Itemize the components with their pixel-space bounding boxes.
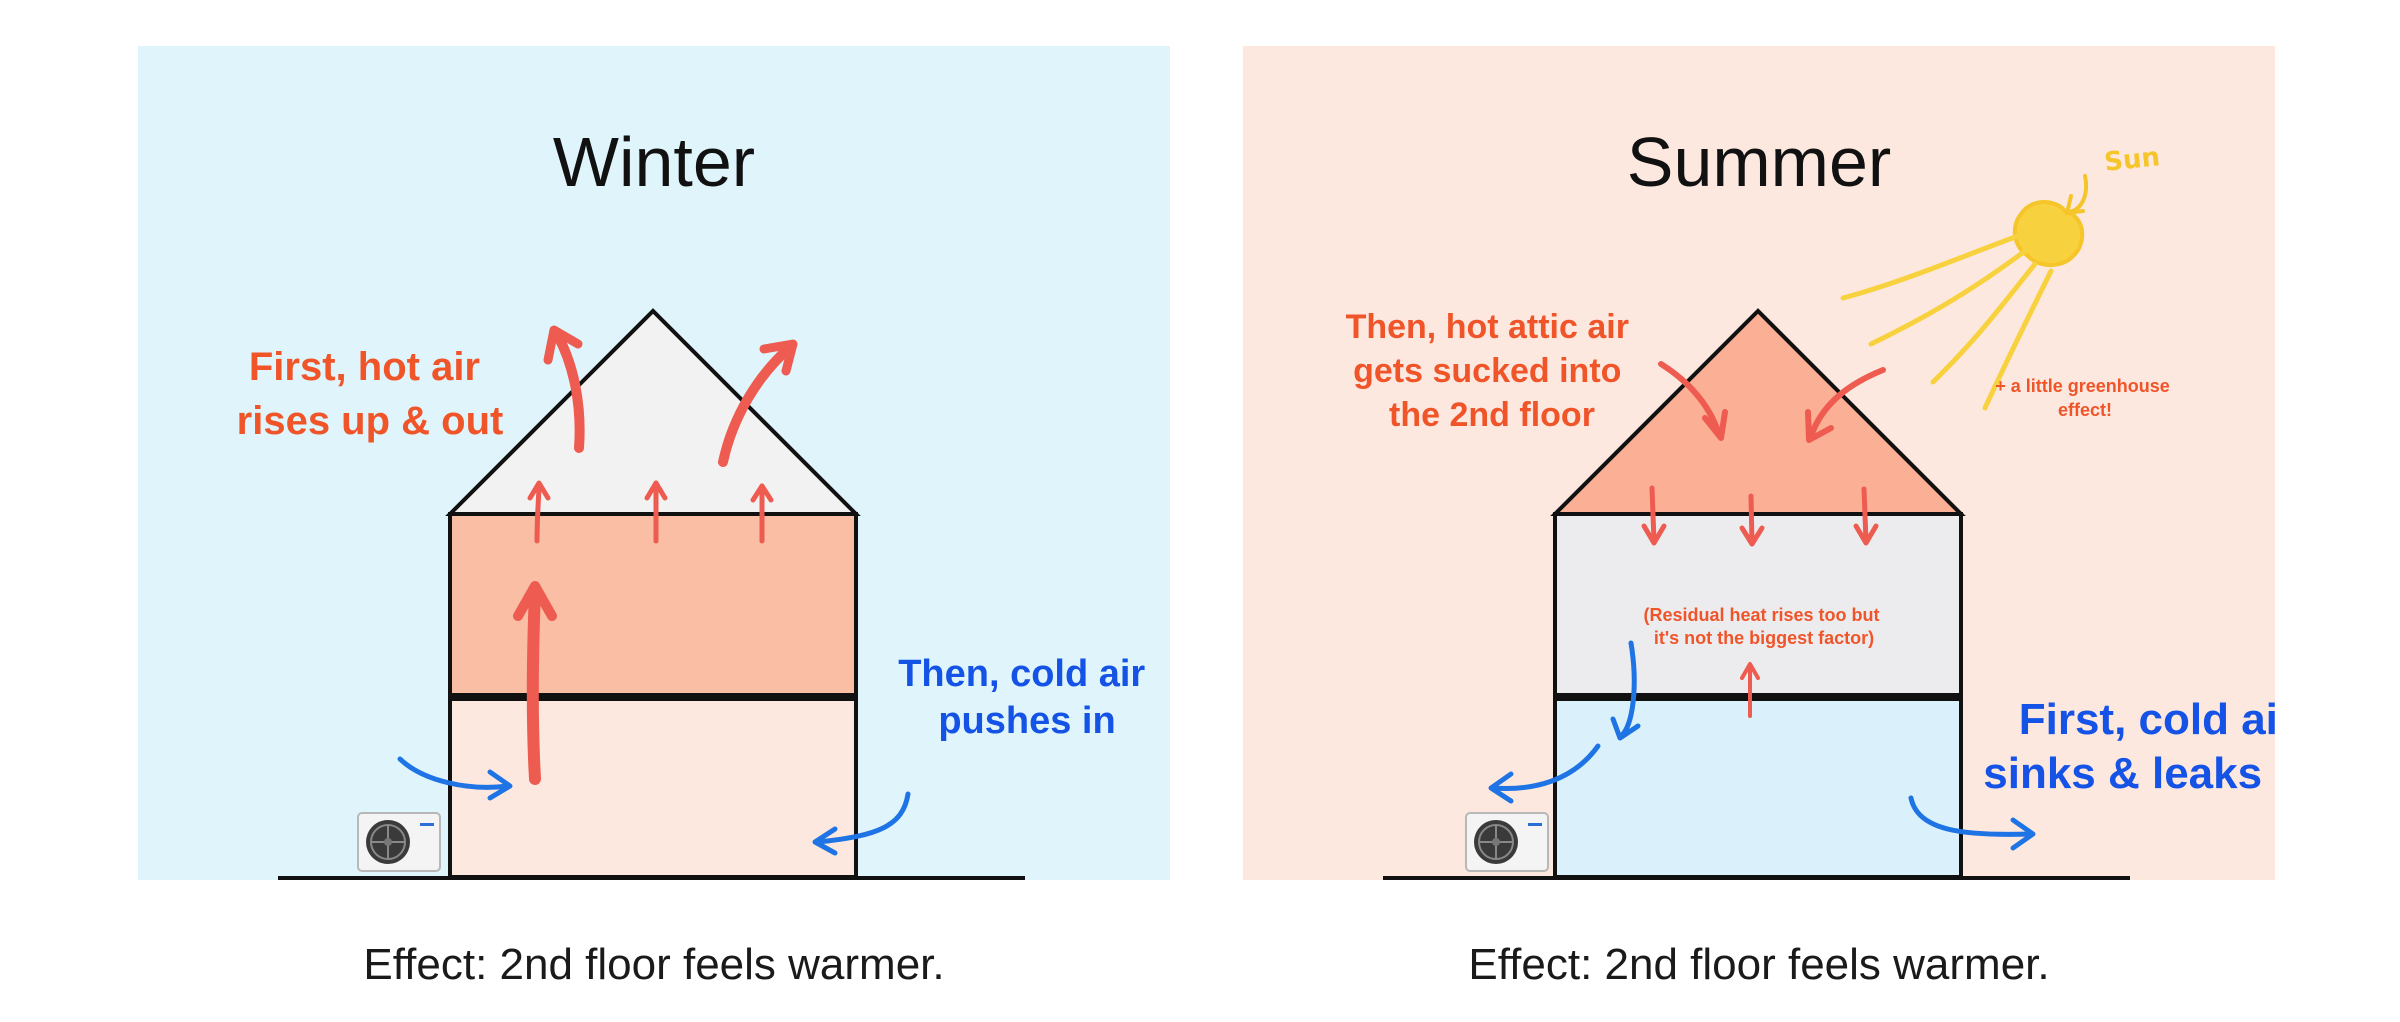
winter-hot-label-line-2: rises up & out [237,399,504,443]
arrow-escape-right [718,344,793,467]
greenhouse-label: + a little greenhouse effect! [1995,376,2175,420]
arrow-leak-left-head [1488,771,1514,804]
summer-attic-label-line-3: the 2nd floor [1389,396,1595,434]
winter-cold-label-line-2: pushes in [938,700,1115,742]
winter-diagram: Winter Fi [138,46,1170,880]
winter-hot-label: First, hot air rises up & out [237,345,504,443]
summer-cold-label-line-1: First, cold air [2019,695,2275,744]
arrow-down-right [1861,486,1869,544]
arrow-attic-in-right [1808,367,1886,439]
summer-diagram: Summer Sun + a little greenhouse effect! [1243,46,2275,880]
arrow-rise-first-floor-head [513,581,557,621]
summer-attic-label-line-1: Then, hot attic air [1346,308,1629,346]
arrow-cold-in-left-head [487,769,513,801]
arrow-cold-in-left [397,756,511,790]
arrow-down-left [1649,485,1657,544]
winter-panel: Winter Fi [138,46,1170,880]
greenhouse-label-line-1: + a little greenhouse [1995,376,2170,396]
residual-heat-label: (Residual heat rises too but it's not th… [1643,605,1884,648]
sun-ray-3 [1930,261,2038,385]
arrow-cold-in-right-head [812,826,838,856]
summer-panel: Summer Sun + a little greenhouse effect! [1243,46,2275,880]
arrow-attic-in-left [1658,361,1722,437]
winter-title: Winter [553,123,755,201]
summer-attic-label-line-2: gets sucked into [1353,352,1621,390]
sun-rays [1840,233,2054,411]
arrow-leak-right [1908,795,2034,837]
summer-attic-label: Then, hot attic air gets sucked into the… [1346,308,1639,434]
summer-cold-label-line-2: sinks & leaks out [1983,749,2275,798]
winter-hot-arrows [513,325,798,785]
arrow-residual-rise-head [1740,662,1760,680]
arrow-attic-in-right-head [1805,409,1834,443]
winter-cold-label: Then, cold air pushes in [898,653,1156,742]
outdoor-ac-unit-icon [1465,812,1549,872]
arrow-escape-left [553,331,585,453]
arrow-attic-in-left-head [1702,409,1728,441]
sun-label: Sun [2103,142,2162,178]
sun-ray-1 [1840,233,2021,301]
arrow-down-right-head [1853,523,1879,546]
outdoor-ac-unit-icon [357,812,441,872]
arrow-rise-first-floor [526,585,541,785]
summer-title: Summer [1627,123,1891,201]
arrow-escape-right-head [759,339,798,376]
winter-cold-arrows [397,756,911,856]
summer-second-floor [1553,512,1963,699]
arrow-rise-left [534,485,542,544]
greenhouse-label-line-2: effect! [2058,400,2112,420]
residual-heat-label-line-1: (Residual heat rises too but [1643,605,1879,625]
summer-cold-label: First, cold air sinks & leaks out [1983,695,2275,798]
residual-heat-label-line-2: it's not the biggest factor) [1654,628,1874,648]
arrow-sink-head [1610,716,1641,741]
arrow-down-center [1748,493,1755,546]
arrow-rise-left-head [527,480,551,501]
sun-icon [1840,174,2088,411]
winter-second-floor [448,512,858,699]
summer-cold-arrows [1488,640,2036,851]
winter-effect-caption: Effect: 2nd floor feels warmer. [363,940,945,989]
winter-cold-label-line-1: Then, cold air [898,653,1145,695]
winter-house [278,308,1025,880]
sun-ray-4 [1982,268,2054,411]
arrow-leak-left [1490,743,1601,791]
sun-label-pointer-head [2064,194,2085,216]
summer-house [1383,308,2130,880]
arrow-down-center-head [1739,525,1765,547]
arrow-rise-right-head [750,483,774,503]
summer-effect-caption: Effect: 2nd floor feels warmer. [1468,940,2050,989]
arrow-cold-in-right [815,791,911,845]
winter-hot-label-line-1: First, hot air [249,345,480,389]
arrow-leak-right-head [2010,817,2036,851]
arrow-down-left-head [1641,523,1667,546]
sun-ray-2 [1868,248,2028,347]
summer-hot-arrows [1641,361,1886,718]
arrow-escape-left-head [543,325,583,365]
arrow-rise-center-head [644,480,668,501]
